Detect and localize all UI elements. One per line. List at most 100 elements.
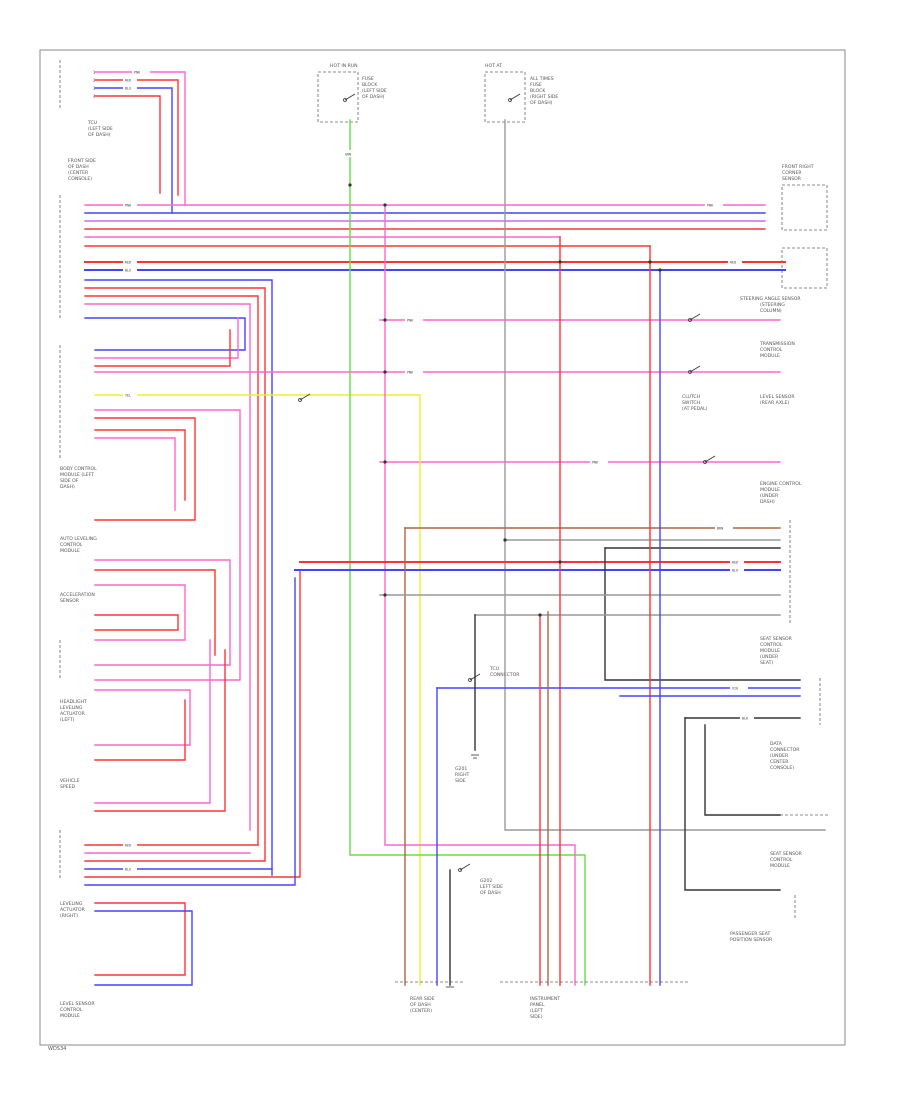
ecu2-2: MODULE <box>760 648 780 654</box>
fuse-a-2: BLOCK <box>362 82 378 88</box>
wire-blue-top <box>94 87 173 214</box>
label-top-left-0: TCU <box>87 120 97 126</box>
right-top-0: FRONT RIGHT <box>782 164 814 170</box>
fuse-a-3: (LEFT SIDE <box>362 88 387 94</box>
tag-pink-6: PNK <box>592 461 599 465</box>
clutch-sw-1: SWITCH <box>682 400 700 406</box>
wire-red-left <box>84 287 266 861</box>
tag-blue-1: BLU <box>125 87 131 91</box>
label-top-left-2: OF DASH) <box>88 132 111 138</box>
right-mid2-2: MODULE <box>760 353 780 359</box>
tag-blue-4: BLU <box>732 569 738 573</box>
right-low2-1: CONTROL <box>770 857 793 863</box>
right-bottom-0: PASSENGER SEAT <box>730 931 771 937</box>
label-front-2: (CENTER <box>68 170 89 176</box>
tag-blue-2: BLU <box>125 269 131 273</box>
fuse-b-2: FUSE <box>530 82 542 88</box>
right-mid2-1: CONTROL <box>760 347 783 353</box>
wire-blk-c7 <box>704 724 781 816</box>
wire-red-b4 <box>94 902 186 976</box>
fuse-a-1: FUSE <box>362 76 374 82</box>
left5-3: (LEFT) <box>60 717 75 723</box>
ecu-3: DASH) <box>760 499 775 505</box>
g202-0: G202 <box>480 878 492 884</box>
left3-1: CONTROL <box>60 542 83 548</box>
left2-3: DASH) <box>60 484 75 490</box>
wire-red-l4 <box>94 614 179 631</box>
right-low2-2: MODULE <box>770 863 790 869</box>
right-bottom-1: POSITION SENSOR <box>730 937 773 943</box>
ecu2-3: (UNDER <box>760 654 779 660</box>
tag-red-3: RED <box>730 261 736 265</box>
tag-red-4: RED <box>732 561 738 565</box>
left8-1: CONTROL <box>60 1007 83 1013</box>
wire-blk-v6 <box>684 717 781 891</box>
tag-red-2: RED <box>125 261 131 265</box>
fuse-b-4: (RIGHT SIDE <box>530 94 558 100</box>
ecu2-4: SEAT) <box>760 660 773 666</box>
tag-brown-1: BRN <box>717 527 723 531</box>
tag-red-5: RED <box>125 844 131 848</box>
wire-pink-l5 <box>94 689 191 746</box>
tag-blue-5: BLU <box>125 868 131 872</box>
right-low-4: CONSOLE) <box>770 765 794 771</box>
wire-red-l1 <box>94 417 196 521</box>
wire-blue-b3 <box>84 577 296 886</box>
left7-2: (RIGHT) <box>60 913 78 919</box>
tag-violet-1: VIO <box>732 687 738 691</box>
ground-symbols <box>446 754 479 988</box>
wire-pink-l3 <box>94 559 231 666</box>
tag-pink-2: PNK <box>125 204 132 208</box>
component-switches-right: CLUTCH SWITCH (AT PEDAL) LEVEL SENSOR (R… <box>682 394 795 412</box>
component-front-sensor: FRONT SIDE OF DASH (CENTER CONSOLE) <box>59 158 96 320</box>
wire-pink-vert <box>384 204 576 986</box>
ecu-2: (UNDER <box>760 493 779 499</box>
wire-red-left3 <box>94 329 231 367</box>
component-ecu-right: ENGINE CONTROL MODULE (UNDER DASH) SEAT … <box>760 481 821 725</box>
junctions <box>348 183 662 617</box>
tag-black-1: BLK <box>742 717 749 721</box>
wire-blk-v2 <box>604 547 801 681</box>
component-fuse-b: HOT AT ALL TIMES FUSE BLOCK (RIGHT SIDE … <box>484 63 558 123</box>
component-left-column: BODY CONTROL MODULE (LEFT SIDE OF DASH) … <box>59 345 97 1019</box>
tag-pink-4: PNK <box>407 319 414 323</box>
wire-yellow <box>94 394 421 986</box>
wire-red-l3 <box>94 569 216 656</box>
footer-code: WDS34 <box>48 1046 66 1052</box>
tag-yellow-1: YEL <box>125 394 131 398</box>
g202-1: LEFT SIDE <box>480 884 503 890</box>
label-front-0: FRONT SIDE <box>68 158 96 164</box>
component-right-low: DATA CONNECTOR (UNDER CENTER CONSOLE) SE… <box>730 741 830 943</box>
ecu-1: MODULE <box>760 487 780 493</box>
g201-1: RIGHT <box>455 772 470 778</box>
left4-0: ACCELERATION <box>60 592 95 598</box>
wire-pink-l1 <box>94 409 241 681</box>
left3-2: MODULE <box>60 548 80 554</box>
ecu-0: ENGINE CONTROL <box>760 481 802 487</box>
bottom-b-2: (LEFT <box>530 1008 543 1014</box>
right-low-0: DATA <box>770 741 783 747</box>
g202-2: OF DASH <box>480 890 501 896</box>
wire-pink-l6 <box>94 639 211 804</box>
fuse-b-3: BLOCK <box>530 88 546 94</box>
switches <box>298 93 716 872</box>
wire-red-l6 <box>94 649 226 812</box>
component-bottom: REAR SIDE OF DASH (CENTER) INSTRUMENT PA… <box>410 666 560 1020</box>
tag-green-1: GRN <box>345 153 351 157</box>
label-front-3: CONSOLE) <box>68 176 92 182</box>
fuse-b-1: ALL TIMES <box>530 76 554 82</box>
left2-1: MODULE (LEFT <box>60 472 94 478</box>
wire-layer <box>84 71 826 986</box>
component-fuse-a: HOT IN RUN FUSE BLOCK (LEFT SIDE OF DASH… <box>317 63 387 123</box>
left7-1: ACTUATOR <box>60 907 86 913</box>
left4-1: SENSOR <box>60 598 80 604</box>
right-top-1: CORNER <box>782 170 802 176</box>
label-top-left-1: (LEFT SIDE <box>88 126 113 132</box>
fuse-b-title: HOT AT <box>485 63 502 69</box>
fuse-a-4: OF DASH) <box>362 94 385 100</box>
tag-red-1: RED <box>125 79 131 83</box>
bottom-b-1: PANEL <box>530 1002 545 1008</box>
left5-2: ACTUATOR <box>60 711 86 717</box>
component-right-top: FRONT RIGHT CORNER SENSOR STEERING ANGLE… <box>740 164 828 359</box>
left5-1: LEVELING <box>60 705 83 711</box>
